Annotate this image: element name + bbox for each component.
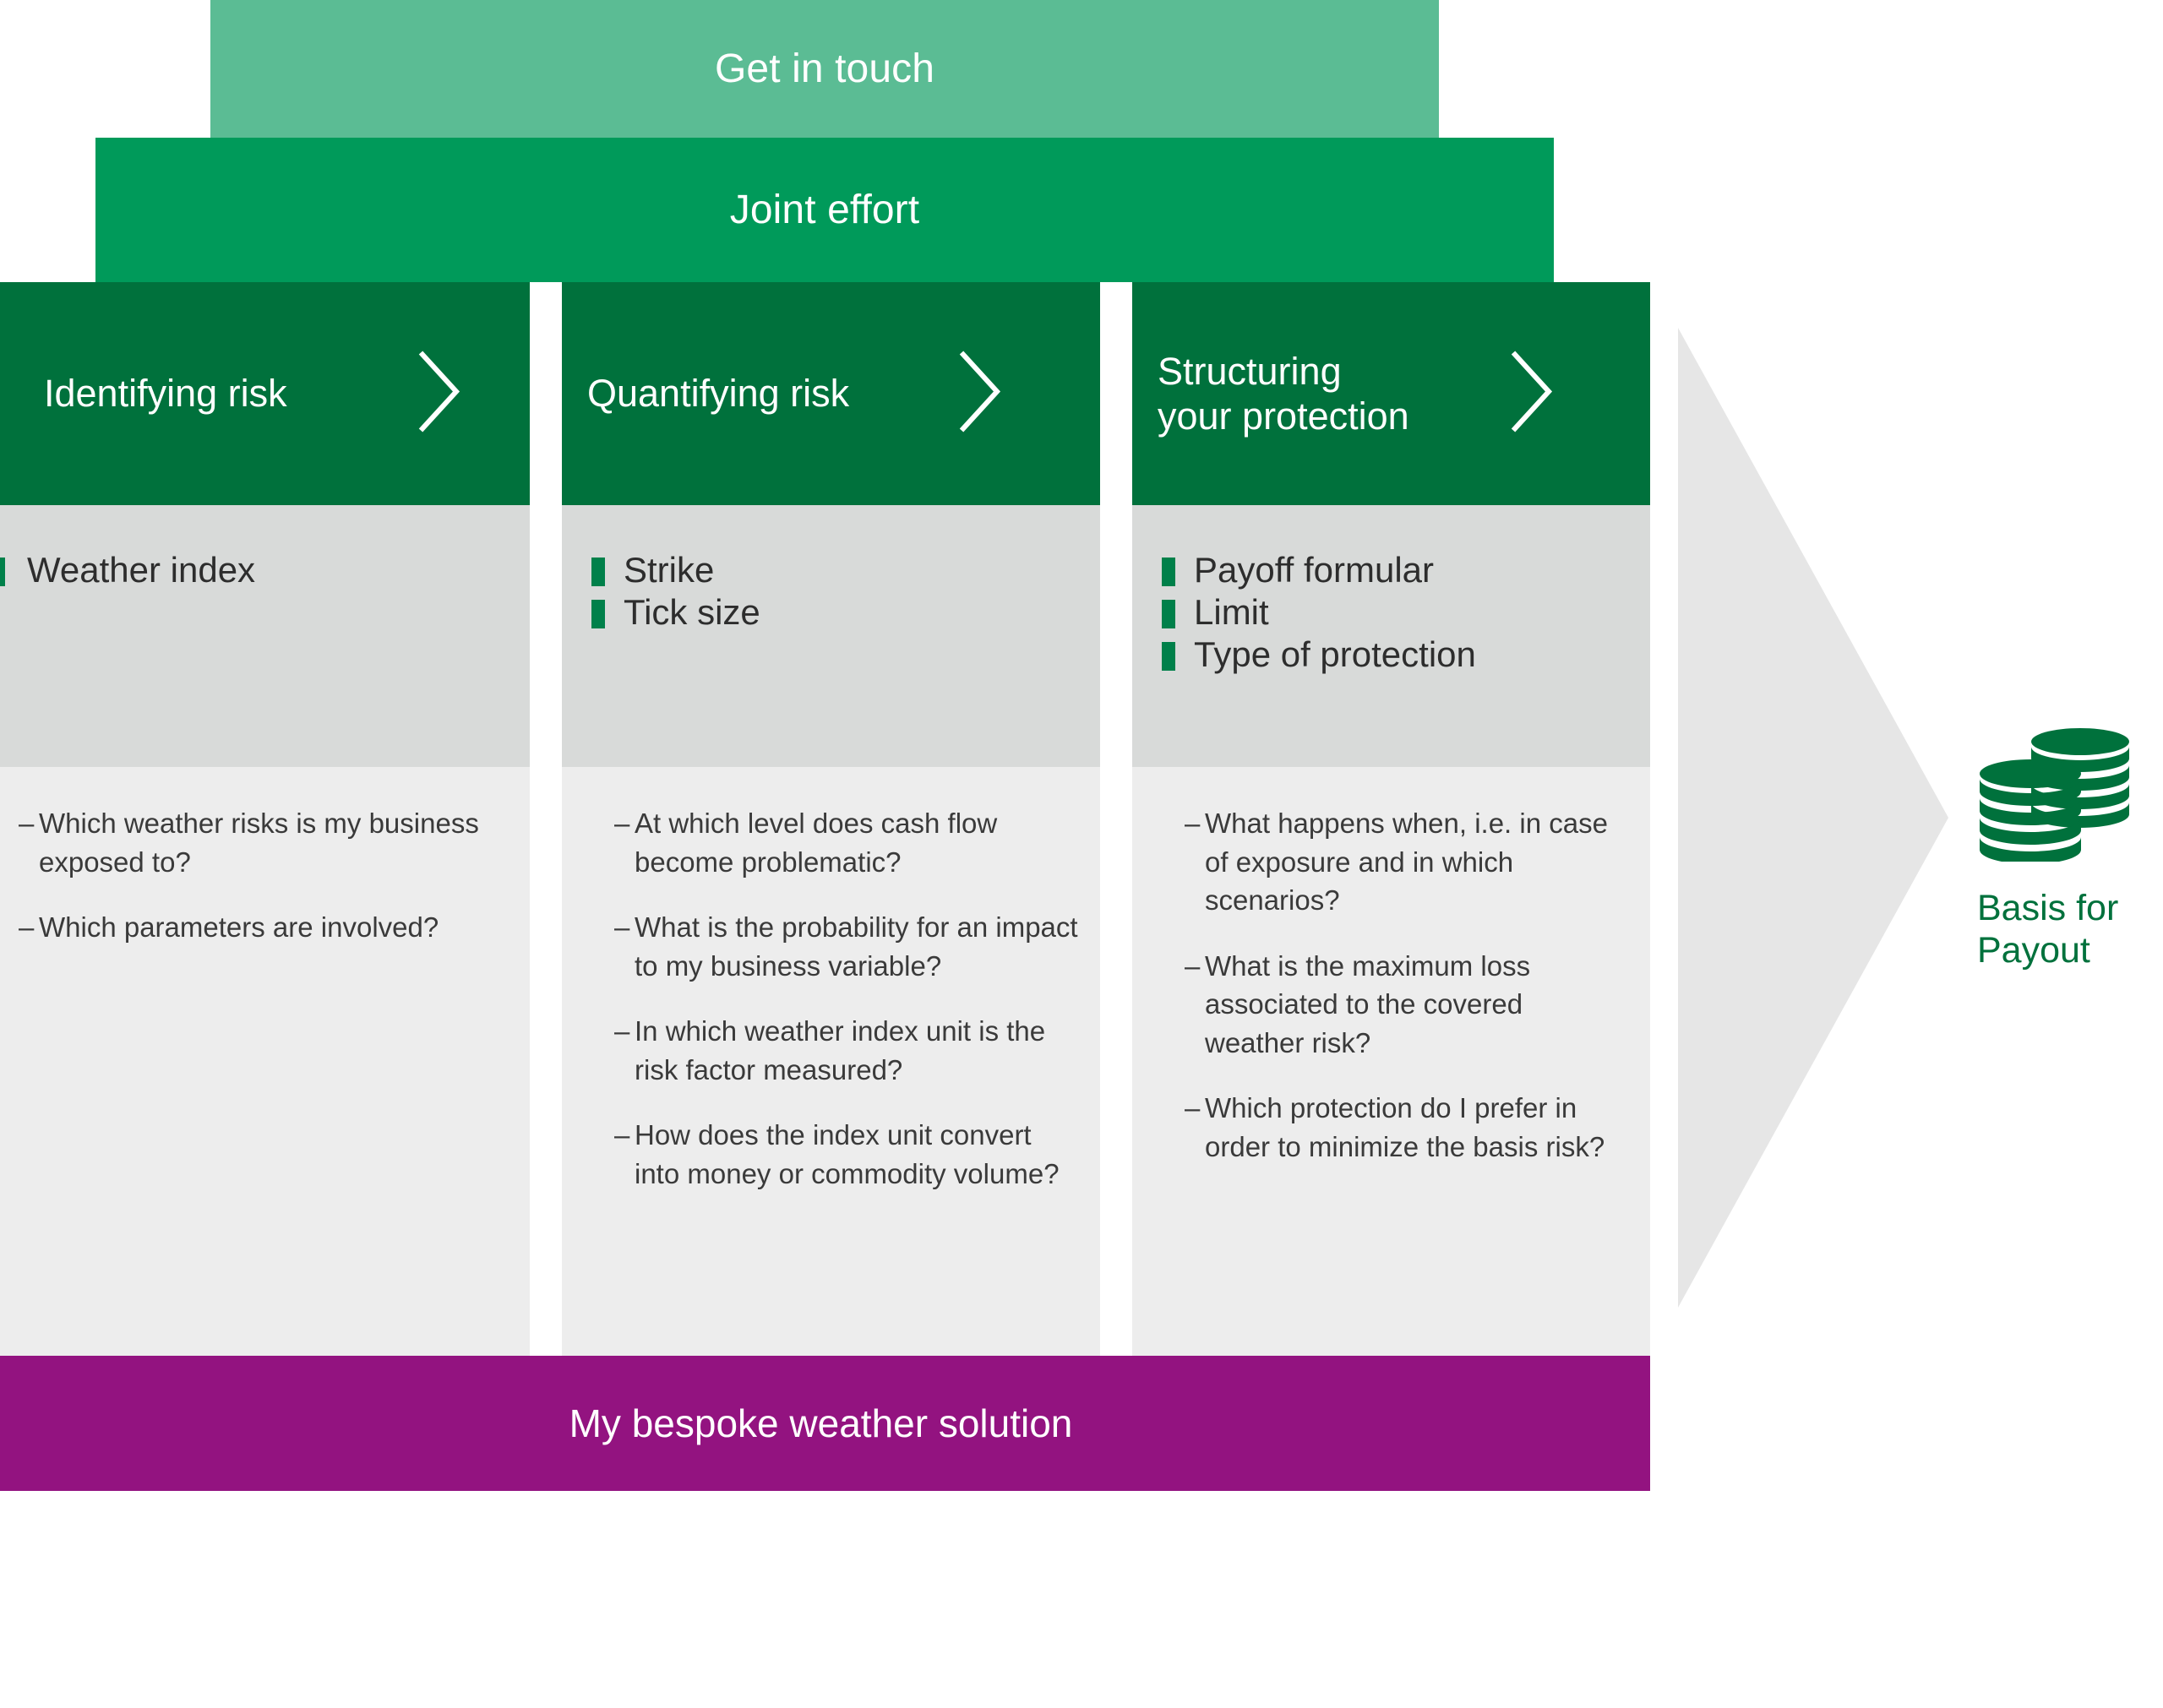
chevron-right-icon	[1506, 348, 1557, 440]
column-questions-quantifying-risk: – At which level does cash flow become p…	[562, 767, 1100, 1356]
keyword-label: Strike	[624, 550, 715, 590]
question-item: – How does the index unit convert into m…	[614, 1116, 1083, 1193]
keyword-item: Strike	[591, 552, 1100, 588]
column-keywords-structuring-protection: Payoff formular Limit Type of protection	[1132, 505, 1650, 767]
outcome-label: Basis for Payout	[1977, 888, 2119, 971]
en-dash-bullet: –	[614, 808, 630, 839]
keyword-label: Tick size	[624, 592, 760, 632]
chevron-right-icon	[414, 348, 465, 440]
banner-bespoke-solution-label: My bespoke weather solution	[569, 1401, 1073, 1445]
column-questions-identifying-risk: – Which weather risks is my business exp…	[0, 767, 530, 1356]
question-item: – Which protection do I prefer in order …	[1185, 1089, 1626, 1166]
banner-get-in-touch: Get in touch	[210, 0, 1439, 138]
en-dash-bullet: –	[614, 911, 630, 944]
column-keywords-identifying-risk: Weather index	[0, 505, 530, 767]
en-dash-bullet: –	[19, 808, 35, 839]
question-text: How does the index unit convert into mon…	[635, 1119, 1060, 1189]
keyword-label: Type of protection	[1194, 634, 1476, 674]
column-title: Quantifying risk	[587, 372, 850, 416]
right-arrow-triangle-icon	[1678, 328, 1948, 1308]
en-dash-bullet: –	[614, 1119, 630, 1151]
question-item: – What happens when, i.e. in case of exp…	[1185, 804, 1626, 920]
question-text: What happens when, i.e. in case of expos…	[1205, 808, 1608, 917]
column-header-identifying-risk: Identifying risk	[0, 282, 530, 505]
question-item: – Which parameters are involved?	[19, 908, 496, 947]
keyword-label: Limit	[1194, 592, 1269, 632]
keyword-label: Weather index	[27, 550, 256, 590]
question-text: Which protection do I prefer in order to…	[1205, 1092, 1605, 1162]
banner-joint-effort: Joint effort	[95, 138, 1554, 282]
en-dash-bullet: –	[1185, 949, 1201, 982]
process-column-quantifying-risk: Quantifying risk Strike Tick size	[562, 282, 1100, 1356]
question-text: Which weather risks is my business expos…	[39, 808, 479, 878]
en-dash-bullet: –	[1185, 1092, 1201, 1124]
banner-get-in-touch-label: Get in touch	[714, 46, 935, 91]
question-text: What is the maximum loss associated to t…	[1205, 949, 1531, 1058]
keyword-item: Limit	[1162, 595, 1650, 630]
process-column-identifying-risk: Identifying risk Weather index – Which w…	[0, 282, 530, 1356]
question-text: What is the probability for an impact to…	[635, 911, 1078, 982]
question-text: In which weather index unit is the risk …	[635, 1015, 1046, 1085]
en-dash-bullet: –	[19, 911, 35, 944]
column-questions-structuring-protection: – What happens when, i.e. in case of exp…	[1132, 767, 1650, 1356]
chevron-right-icon	[955, 348, 1005, 440]
square-bullet-icon	[0, 558, 5, 586]
question-item: – Which weather risks is my business exp…	[19, 804, 496, 881]
banner-bespoke-solution: My bespoke weather solution	[0, 1356, 1650, 1491]
question-item: – At which level does cash flow become p…	[614, 804, 1083, 881]
keyword-item: Tick size	[591, 595, 1100, 630]
column-keywords-quantifying-risk: Strike Tick size	[562, 505, 1100, 767]
square-bullet-icon	[1162, 558, 1175, 586]
question-item: – What is the maximum loss associated to…	[1185, 947, 1626, 1063]
question-text: At which level does cash flow become pro…	[635, 808, 998, 878]
question-text: Which parameters are involved?	[39, 911, 439, 944]
en-dash-bullet: –	[1185, 808, 1201, 839]
keyword-item: Type of protection	[1162, 637, 1650, 672]
keyword-item: Weather index	[0, 552, 530, 588]
square-bullet-icon	[1162, 642, 1175, 671]
banner-joint-effort-label: Joint effort	[729, 188, 920, 232]
square-bullet-icon	[1162, 600, 1175, 628]
keyword-label: Payoff formular	[1194, 550, 1435, 590]
question-item: – In which weather index unit is the ris…	[614, 1012, 1083, 1089]
column-header-structuring-protection: Structuring your protection	[1132, 282, 1650, 505]
outcome-basis-for-payout: Basis for Payout	[1977, 726, 2163, 972]
question-item: – What is the probability for an impact …	[614, 908, 1083, 985]
column-title: Structuring your protection	[1158, 349, 1409, 438]
process-columns: Identifying risk Weather index – Which w…	[0, 282, 1650, 1356]
process-column-structuring-protection: Structuring your protection Payoff formu…	[1132, 282, 1650, 1356]
coins-stack-icon	[1977, 726, 2163, 866]
square-bullet-icon	[591, 600, 605, 628]
en-dash-bullet: –	[614, 1015, 630, 1047]
column-title: Identifying risk	[44, 372, 287, 416]
square-bullet-icon	[591, 558, 605, 586]
keyword-item: Payoff formular	[1162, 552, 1650, 588]
column-header-quantifying-risk: Quantifying risk	[562, 282, 1100, 505]
